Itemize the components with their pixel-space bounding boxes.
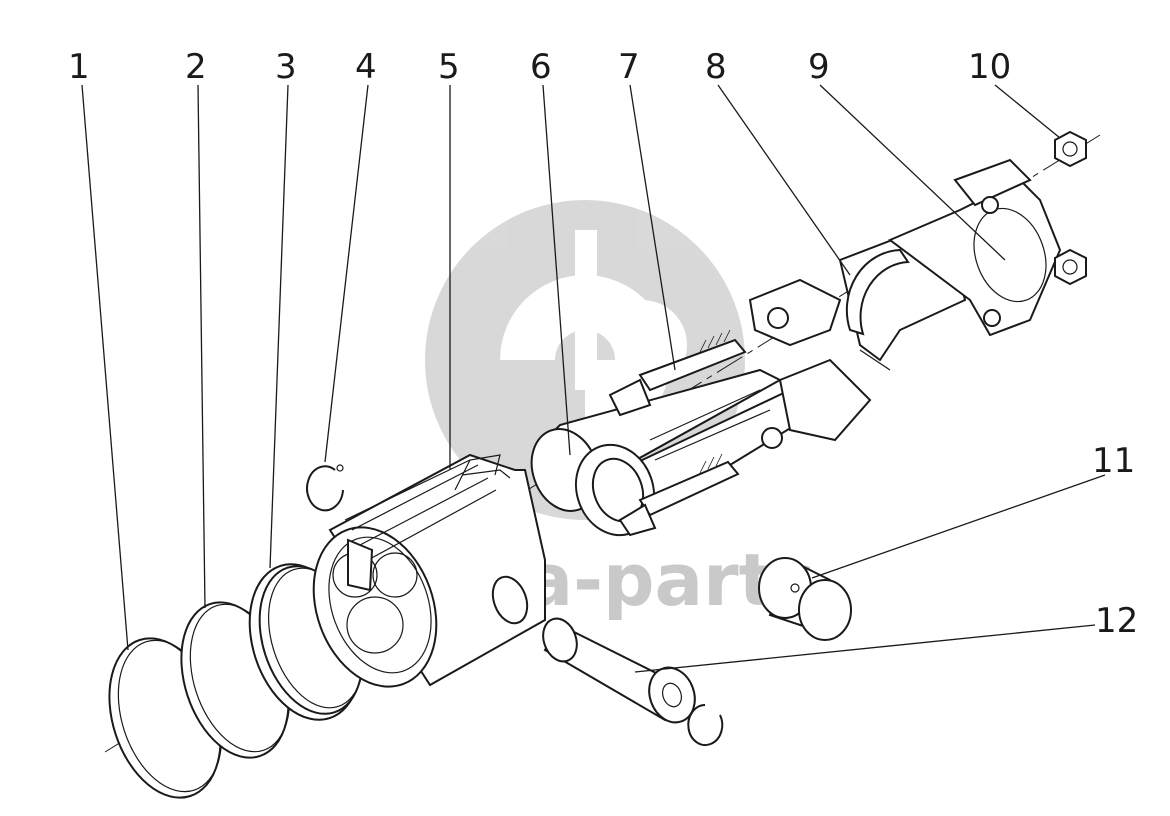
- part-12-piston-pin: [542, 617, 724, 746]
- callout-8: 8: [705, 47, 727, 87]
- callout-2: 2: [185, 47, 207, 87]
- callout-5: 5: [438, 47, 460, 87]
- leader-lines: [81, 84, 1106, 673]
- callout-11: 11: [1092, 441, 1135, 481]
- callout-1: 1: [68, 47, 90, 87]
- part-9-rod-cap: [888, 158, 1062, 337]
- part-6-connecting-rod: [530, 278, 872, 537]
- callout-3: 3: [275, 47, 297, 87]
- part-5-piston: [312, 453, 546, 688]
- part-11-bush: [758, 557, 852, 641]
- callout-labels: 1 2 3 4 5 6 7 8 9 10 11 12: [68, 47, 1138, 641]
- callout-12: 12: [1095, 601, 1138, 641]
- part-10-nuts: [1054, 130, 1087, 286]
- callout-10: 10: [968, 47, 1011, 87]
- callout-9: 9: [808, 47, 830, 87]
- callout-7: 7: [618, 47, 640, 87]
- part-4-circlip: [306, 464, 344, 512]
- callout-6: 6: [530, 47, 552, 87]
- part-7-rod-bolts: [608, 329, 747, 537]
- callout-4: 4: [355, 47, 377, 87]
